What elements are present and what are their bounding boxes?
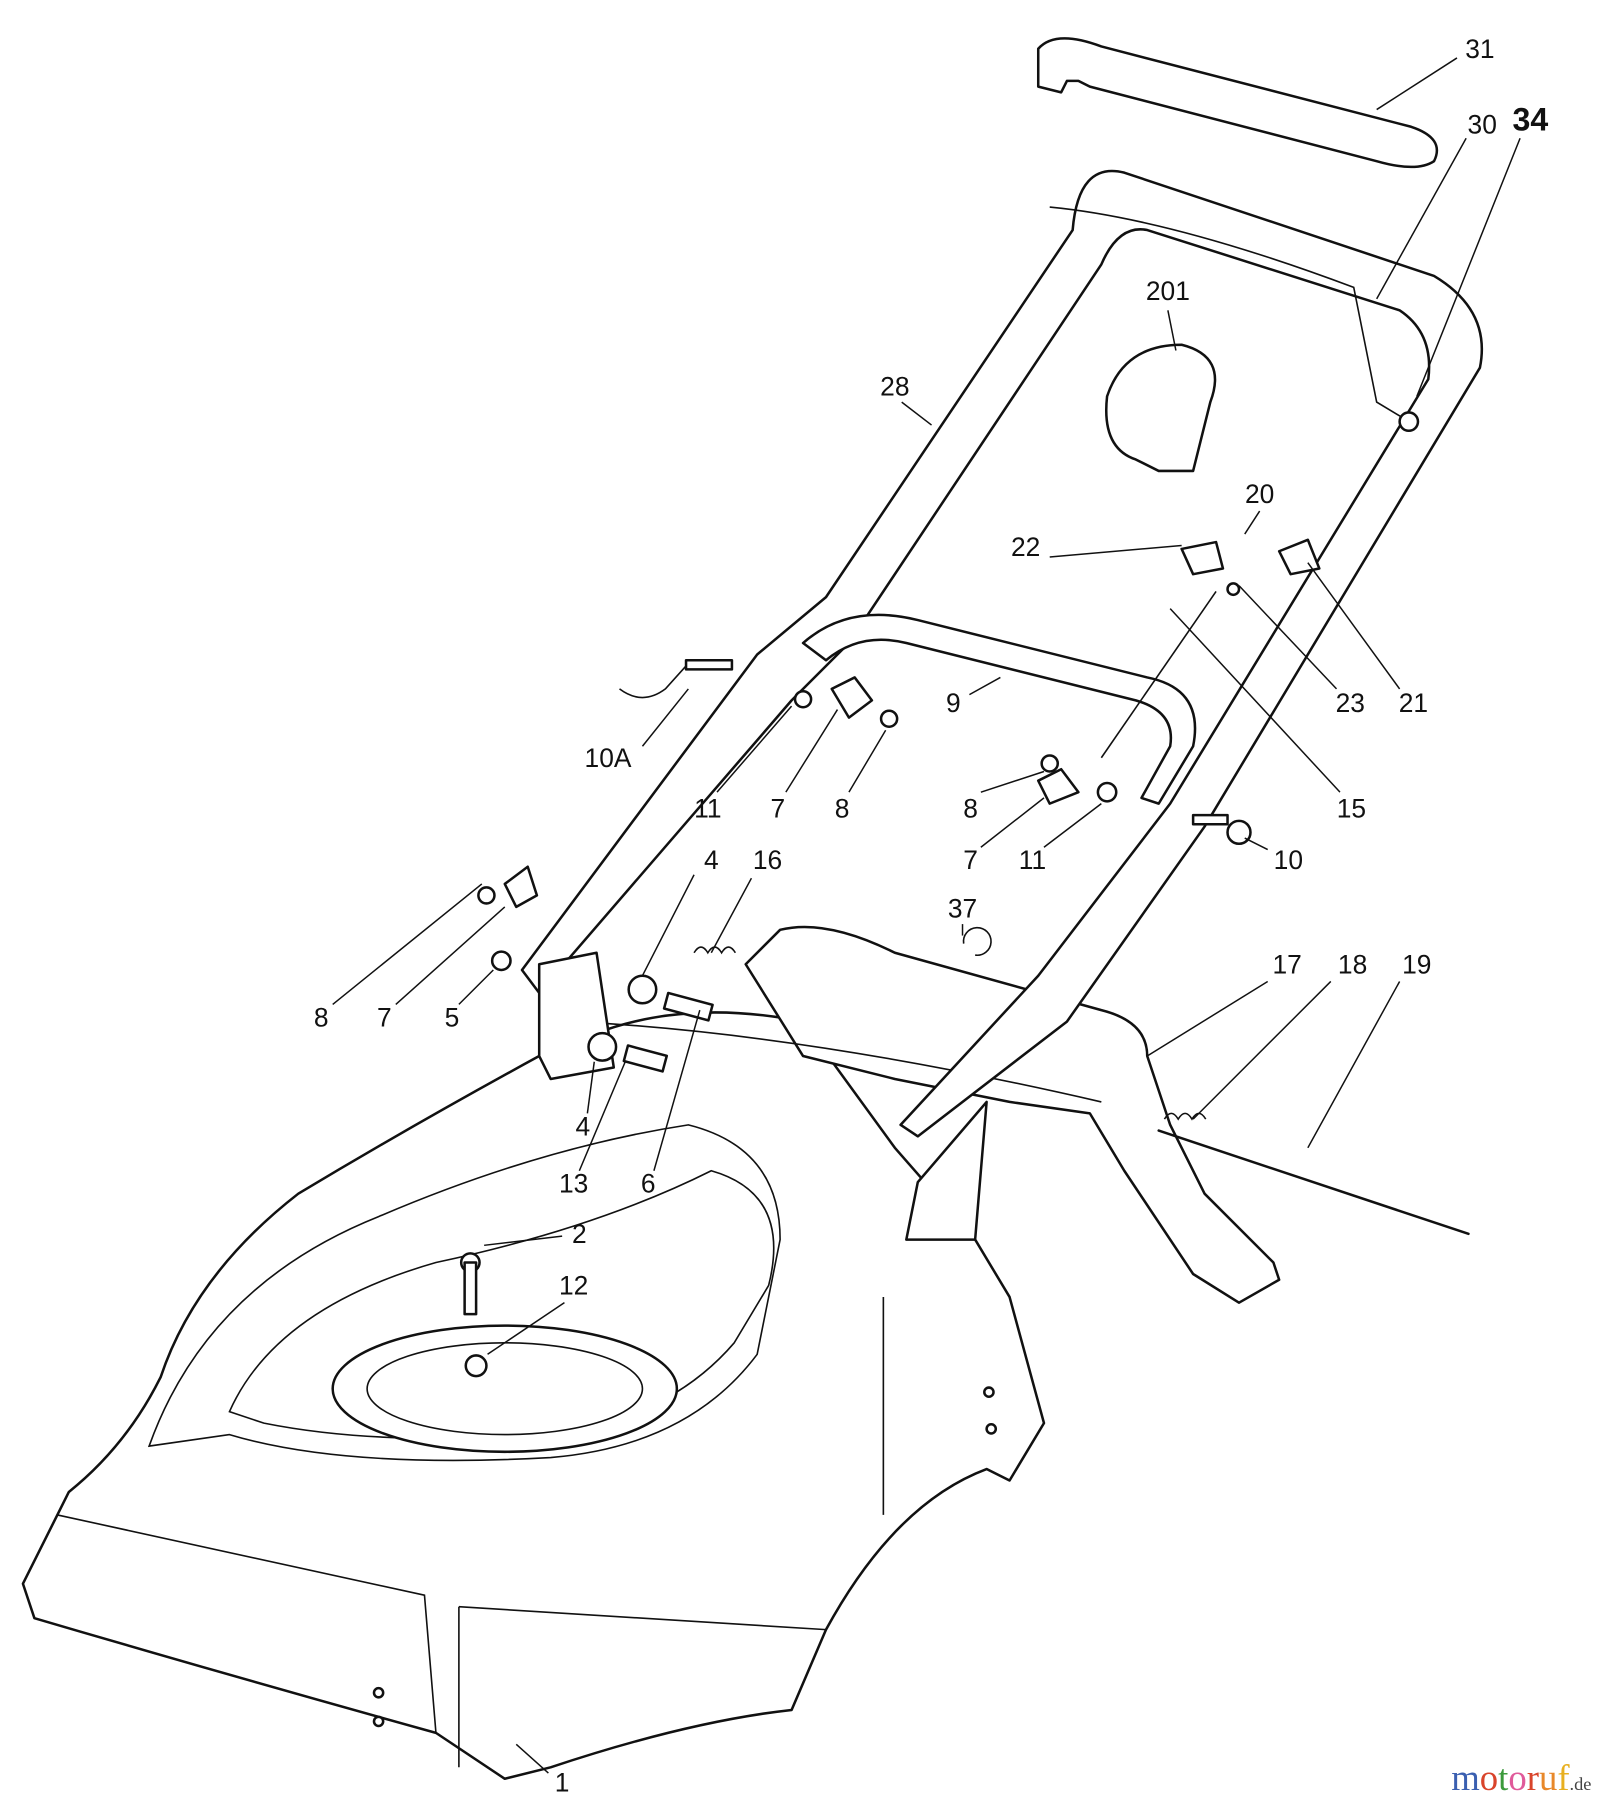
label-4: 4	[704, 845, 719, 875]
wm-letter: o	[1508, 1757, 1526, 1798]
label-1: 1	[555, 1767, 570, 1797]
label-5: 5	[445, 1002, 460, 1032]
label-11: 11	[694, 793, 721, 823]
rear-flap	[573, 925, 1470, 1304]
hardware	[459, 538, 1321, 1378]
label-20: 20	[1245, 479, 1274, 509]
wm-letter: f	[1557, 1757, 1570, 1798]
label-15: 15	[1337, 793, 1366, 823]
part-labels: 31 30 34 201 28 20 22 9 23 21 10A 11 7 8…	[314, 34, 1549, 1797]
label-28: 28	[880, 371, 909, 401]
label-8: 8	[314, 1002, 329, 1032]
label-34: 34	[1513, 102, 1549, 138]
label-19: 19	[1402, 950, 1431, 980]
label-6: 6	[641, 1169, 656, 1199]
label-10: 10	[1274, 845, 1303, 875]
wm-letter: r	[1527, 1757, 1539, 1798]
label-8: 8	[963, 793, 978, 823]
label-12: 12	[559, 1271, 588, 1301]
label-30: 30	[1468, 110, 1497, 140]
label-10A: 10A	[585, 743, 632, 773]
mower-deck	[21, 1011, 1046, 1781]
wm-suffix: .de	[1570, 1774, 1592, 1794]
wm-letter: m	[1451, 1757, 1480, 1798]
label-201: 201	[1146, 276, 1190, 306]
label-13: 13	[559, 1169, 588, 1199]
wm-letter: u	[1539, 1757, 1557, 1798]
label-11: 11	[1019, 845, 1046, 875]
label-8: 8	[835, 793, 850, 823]
wm-letter: o	[1480, 1757, 1498, 1798]
handle-assembly	[520, 37, 1484, 1241]
wm-letter: t	[1498, 1757, 1508, 1798]
label-7: 7	[377, 1002, 392, 1032]
label-9: 9	[946, 688, 961, 718]
label-21: 21	[1399, 688, 1428, 718]
label-7: 7	[963, 845, 978, 875]
motoruf-watermark: motoruf.de	[1451, 1757, 1591, 1798]
label-4: 4	[575, 1111, 590, 1141]
label-7: 7	[770, 793, 785, 823]
label-23: 23	[1336, 688, 1365, 718]
label-31: 31	[1465, 34, 1494, 64]
label-2: 2	[572, 1219, 587, 1249]
label-17: 17	[1273, 950, 1302, 980]
leader-lines	[332, 57, 1521, 1774]
label-16: 16	[753, 845, 782, 875]
label-18: 18	[1338, 950, 1367, 980]
label-37: 37	[948, 893, 977, 923]
label-22: 22	[1011, 532, 1040, 562]
